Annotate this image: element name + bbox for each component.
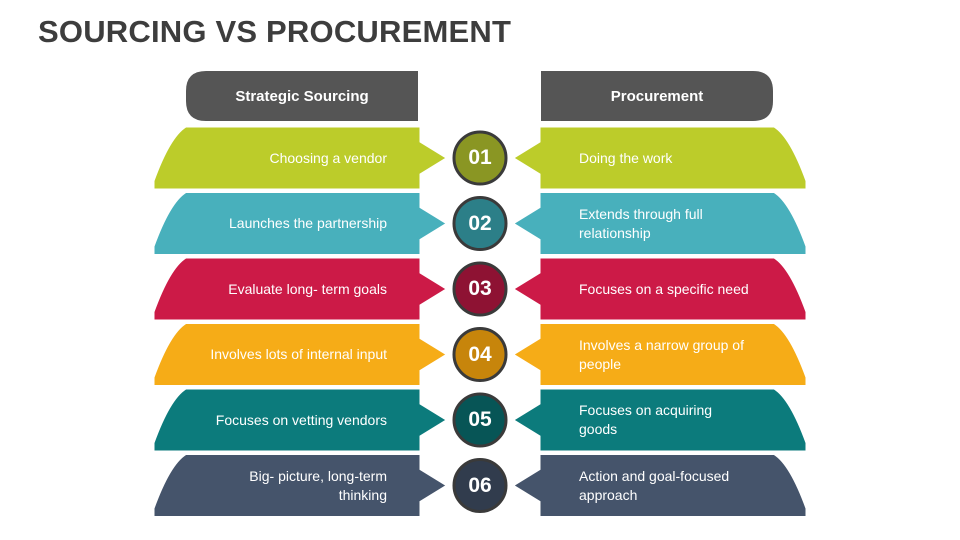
right-banner-03 — [513, 257, 807, 321]
right-text-02: Extends through full relationship — [579, 205, 703, 241]
left-text-01: Choosing a vendor — [269, 149, 387, 166]
left-banner-05 — [153, 388, 447, 452]
header-strategic-sourcing: Strategic Sourcing — [235, 87, 369, 105]
right-text-03: Focuses on a specific need — [579, 280, 749, 297]
left-banner-04 — [153, 323, 447, 386]
left-banner-06 — [153, 454, 447, 517]
right-banner-02 — [513, 192, 807, 255]
step-number-06: 06 — [468, 473, 492, 497]
left-banner-02 — [153, 192, 447, 255]
right-text-05: Focuses on acquiring goods — [579, 402, 713, 437]
right-text-01: Doing the work — [579, 149, 673, 166]
right-text-04: Involves a narrow group of people — [579, 336, 744, 372]
step-number-03: 03 — [468, 277, 492, 300]
step-number-04: 04 — [468, 342, 492, 366]
header-left-shape — [186, 71, 418, 121]
number-circle-06 — [452, 458, 508, 513]
right-banner-01 — [513, 126, 807, 190]
right-text-06: Action and goal-focused approach — [579, 467, 730, 503]
number-circle-04 — [452, 327, 508, 382]
step-number-01: 01 — [468, 146, 492, 169]
step-number-02: 02 — [468, 211, 492, 235]
left-banner-03 — [153, 257, 447, 321]
right-banner-05 — [513, 388, 807, 452]
page-title: SOURCING VS PROCUREMENT — [38, 14, 512, 49]
right-banner-06 — [513, 454, 807, 517]
number-circle-03 — [452, 261, 508, 317]
header-right-shape — [541, 71, 773, 121]
step-number-05: 05 — [468, 408, 492, 431]
number-circle-05 — [452, 392, 508, 448]
left-text-06: Big- picture, long-term thinking — [249, 467, 387, 503]
left-banner-01 — [153, 126, 447, 190]
left-text-05: Focuses on vetting vendors — [215, 411, 387, 428]
left-text-03: Evaluate long- term goals — [228, 280, 387, 297]
left-text-04: Involves lots of internal input — [210, 346, 387, 362]
left-text-02: Launches the partnership — [229, 215, 387, 231]
number-circle-02 — [452, 196, 508, 251]
number-circle-01 — [452, 130, 508, 186]
header-procurement: Procurement — [610, 87, 704, 105]
right-banner-04 — [513, 323, 807, 386]
